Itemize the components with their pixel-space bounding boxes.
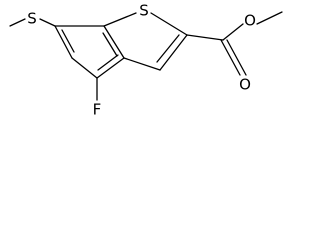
bond-c7-c7a-double [102,32,118,57]
bond-carbonyl-o-double-a [220,39,241,76]
bond-carbonyl-o-ether [222,23,244,41]
structure-diagram: S S O O F [9,2,283,119]
bond-c3-c2 [159,34,188,71]
bond-c2-carbonyl [186,34,224,41]
bond-c4-c3a [96,57,125,79]
bond-c4-c3a-double [97,54,119,71]
bond-c5-c4 [71,57,98,79]
fluorine-label: F [93,101,102,119]
bond-c7a-s1 [103,12,137,27]
bond-s-c6 [39,18,56,27]
bond-s1-c2 [150,12,188,36]
bond-carbonyl-o-double-b [226,39,247,76]
carbonyl-oxygen-label: O [239,76,251,94]
bond-c3a-c7a [103,25,125,59]
bond-c3a-c3 [123,57,161,71]
ester-oxygen-label: O [244,12,256,30]
molecule-drawing: S S O O F [9,2,283,119]
thiomethyl-sulfur-label: S [27,10,37,28]
bond-o-methyl [256,11,283,25]
bond-methyl-s [9,18,26,27]
bond-c6-c5-double [61,29,75,53]
ring-sulfur-label: S [139,2,149,20]
bond-c6-c5 [54,25,73,59]
bond-c3-c2-double [156,34,180,63]
